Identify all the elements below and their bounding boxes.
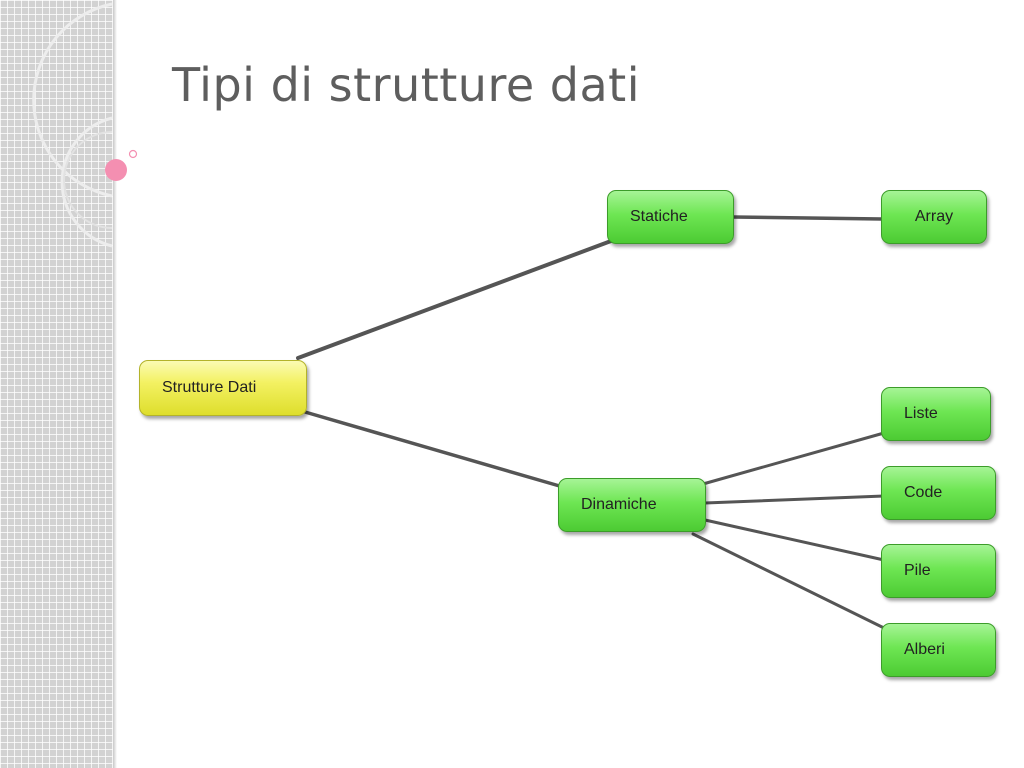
connector-dinamiche-liste (701, 431, 886, 486)
node-label: Pile (904, 562, 931, 579)
node-array: Array (881, 190, 987, 244)
node-label: Code (904, 484, 943, 501)
band-edge (113, 0, 117, 768)
node-dinamiche: Dinamiche (558, 478, 706, 532)
node-label: Liste (904, 405, 938, 422)
node-pile: Pile (881, 544, 996, 598)
accent-dot (105, 159, 127, 181)
connector-dinamiche-code (703, 494, 886, 505)
node-strutture-dati: Strutture Dati (139, 360, 307, 416)
connector-dinamiche-pile (703, 518, 886, 562)
node-code: Code (881, 466, 996, 520)
node-label: Alberi (904, 641, 945, 658)
node-label: Dinamiche (581, 496, 657, 513)
decorative-circles (32, 2, 138, 248)
connector-dinamiche-alberi (691, 532, 886, 630)
node-label: Statiche (630, 208, 688, 225)
decorative-grid-band (0, 0, 113, 768)
node-alberi: Alberi (881, 623, 996, 677)
connector-root-statiche (296, 239, 613, 360)
node-liste: Liste (881, 387, 991, 441)
accent-small-dot (128, 149, 138, 159)
connector-root-dinamiche (303, 410, 565, 489)
connector-statiche-array (731, 215, 884, 221)
page-title: Tipi di strutture dati (172, 58, 640, 112)
node-label: Array (914, 208, 954, 225)
node-statiche: Statiche (607, 190, 734, 244)
node-label: Strutture Dati (162, 379, 257, 396)
